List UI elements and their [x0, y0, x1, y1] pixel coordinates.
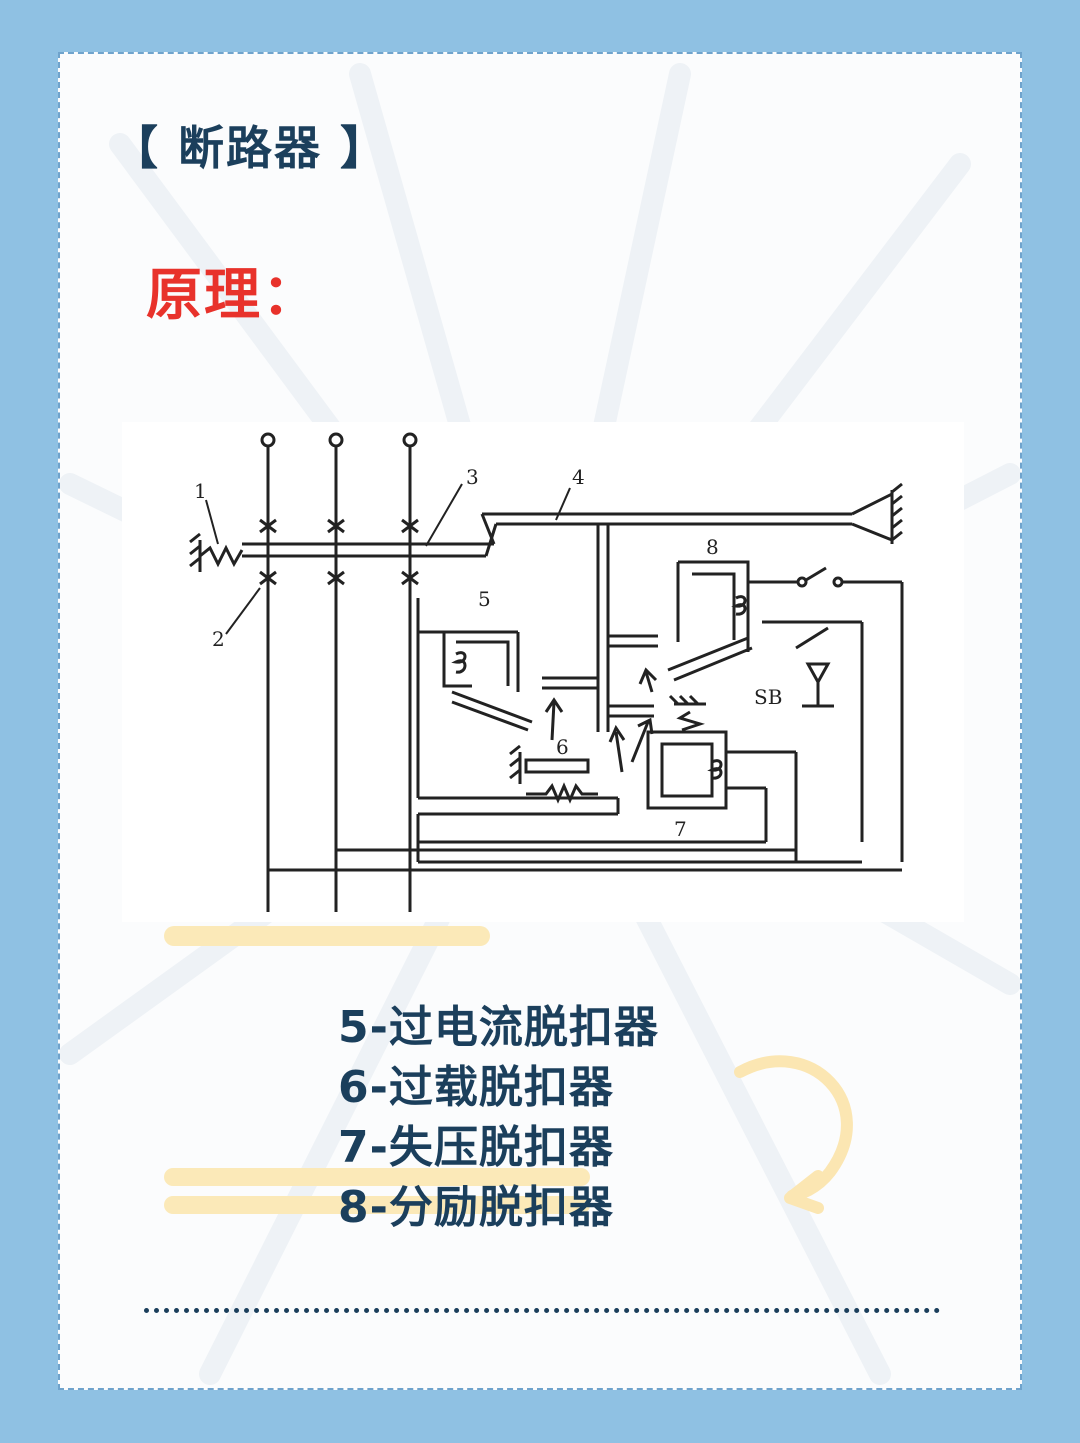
circuit-breaker-diagram: 1 2 3 4 5 6 7 8 SB — [122, 422, 964, 922]
legend-item-7: 7-失压脱扣器 — [338, 1122, 614, 1173]
page-heading: 【 断路器 】 — [112, 121, 389, 175]
diagram-label-2: 2 — [212, 627, 225, 651]
diagram-label-1: 1 — [194, 479, 207, 503]
diagram-label-3: 3 — [466, 465, 479, 489]
legend-item-8: 8-分励脱扣器 — [338, 1182, 614, 1233]
diagram-label-7: 7 — [674, 817, 687, 841]
diagram-label-sb: SB — [754, 685, 782, 709]
highlight-stripe-top — [164, 926, 490, 946]
diagram-drawing: 1 2 3 4 5 6 7 8 SB — [189, 432, 904, 912]
legend-item-5: 5-过电流脱扣器 — [338, 1002, 659, 1053]
diagram-labels: 1 2 3 4 5 6 7 8 SB — [194, 465, 782, 841]
curved-arrow-icon — [734, 1055, 853, 1214]
dotted-divider — [144, 1308, 940, 1313]
diagram-label-5: 5 — [478, 587, 491, 611]
diagram-label-4: 4 — [572, 465, 585, 489]
diagram-label-6: 6 — [556, 735, 569, 759]
content-card: 【 断路器 】 原理： — [58, 52, 1022, 1390]
highlight-stripe-bottom-b — [164, 1196, 590, 1214]
principle-label: 原理： — [146, 263, 320, 328]
legend-item-6: 6-过载脱扣器 — [338, 1062, 614, 1113]
highlight-stripe-bottom-a — [164, 1168, 590, 1186]
release-legend: 5-过电流脱扣器 6-过载脱扣器 7-失压脱扣器 8-分励脱扣器 — [338, 998, 659, 1238]
diagram-label-8: 8 — [706, 535, 719, 559]
